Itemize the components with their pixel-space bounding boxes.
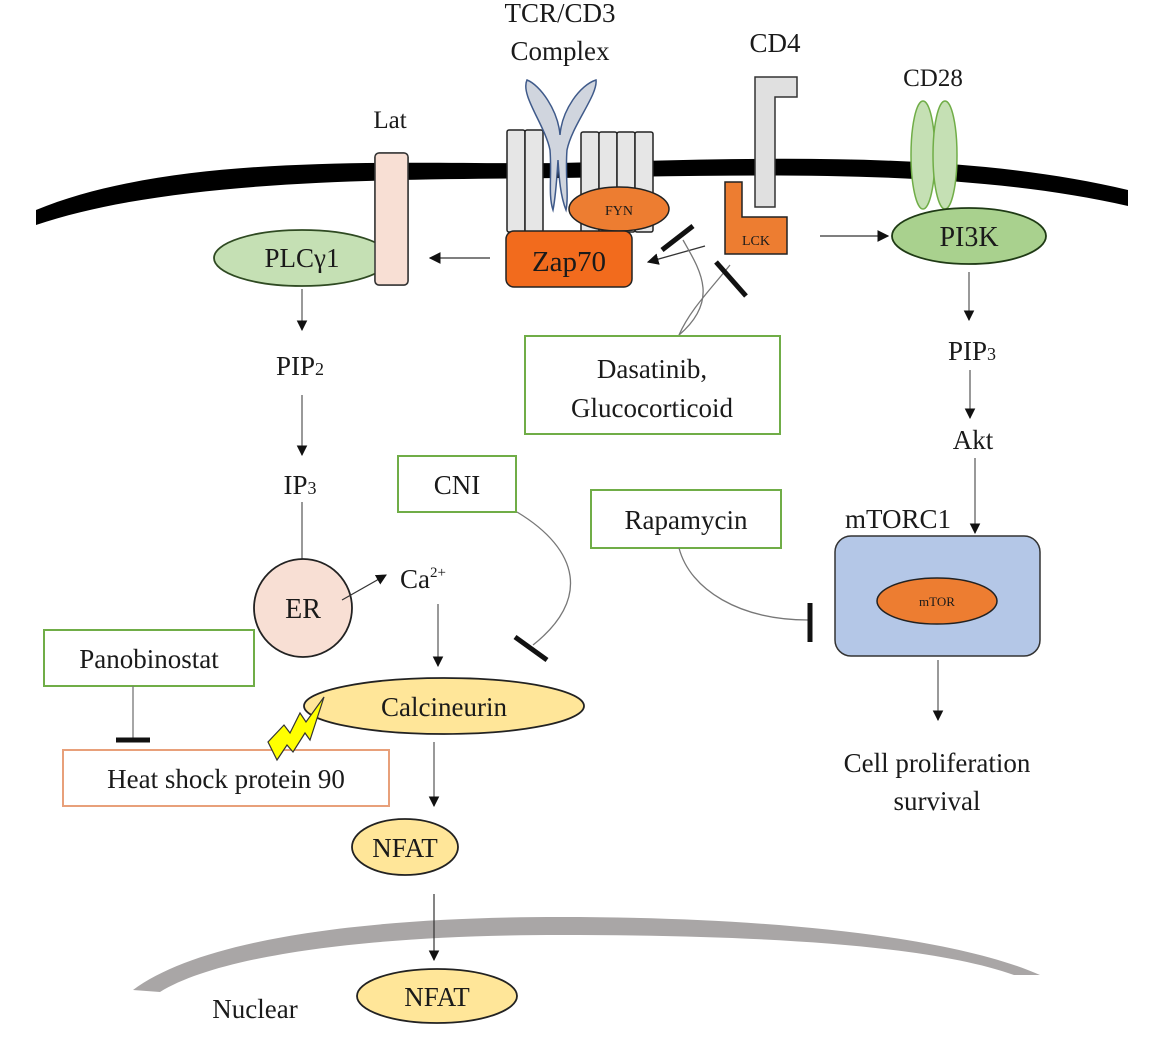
rapamycin-box [590,489,782,549]
complex-label: Complex [511,36,610,66]
arrow-er-to-ca [341,574,387,601]
cd4-label: CD4 [749,28,801,58]
tcr-cd3-label: TCR/CD3 [504,0,615,28]
pi3k-node [891,207,1047,265]
nfat-cytoplasm-label: NFAT [372,833,438,863]
cd3-chains-left [506,129,544,233]
hsp90-label: Heat shock protein 90 [107,764,345,794]
rapamycin-inhibit-line [678,547,809,621]
panobinostat-label: Panobinostat [79,644,219,674]
inhibit-bar-zap70 [660,224,695,252]
panobinostat-box [43,629,255,687]
ip3-label: IP3 [283,470,316,500]
fyn-label: FYN [605,204,633,219]
hsp90-box [62,749,390,807]
ca-label: Ca2+ [400,564,446,594]
arrow-lck-to-zap70 [646,245,706,265]
cd28-chain-right [932,100,958,210]
zap70-node [505,230,633,288]
plcg1-label: PLCγ1 [265,243,340,273]
dasatinib-glucocorticoid-box [524,335,781,435]
outcome-line1: Cell proliferation [844,748,1031,778]
lck-node [724,181,788,255]
cell-membrane [36,158,1128,225]
er-label: ER [285,594,321,625]
cni-label: CNI [434,470,481,500]
pip2-label: PIP2 [276,351,324,381]
cd4-receptor [754,76,798,208]
inhibit-bar-lck [714,260,748,298]
tcr-receptor [525,79,597,213]
inhibit-bar-calcineurin [513,634,549,663]
mtor-label: mTOR [919,594,955,609]
lightning-icon [267,696,325,762]
nfat-nuclear-node [356,968,518,1024]
cni-box [397,455,517,513]
nfat-nuclear-label: NFAT [404,982,470,1012]
nfat-cytoplasm-node [351,818,459,876]
er-node [253,558,353,658]
cd28-chain-left [910,100,936,210]
nuclear-label: Nuclear [212,994,297,1024]
dasatinib-label: Dasatinib, [597,354,707,384]
lat-node-front [374,152,409,286]
calcineurin-node [303,677,585,735]
calcineurin-label: Calcineurin [381,692,507,722]
rapamycin-label: Rapamycin [625,505,748,535]
zap70-label: Zap70 [532,246,606,278]
dasatinib-inhibit-lck-line [678,264,731,336]
akt-label: Akt [953,425,994,455]
lat-label: Lat [373,107,406,134]
pip3-label: PIP3 [948,336,996,366]
nuclear-membrane [133,917,1040,992]
cni-inhibit-line [516,511,572,646]
outcome-line2: survival [894,786,981,816]
cd28-label: CD28 [903,65,963,92]
pi3k-label: PI3K [939,222,998,253]
dasatinib-inhibit-zap70-line [678,239,704,336]
mtorc1-label: mTORC1 [845,504,951,534]
lck-label: LCK [742,234,770,249]
glucocorticoid-label: Glucocorticoid [571,393,733,423]
mtor-node [876,577,998,625]
